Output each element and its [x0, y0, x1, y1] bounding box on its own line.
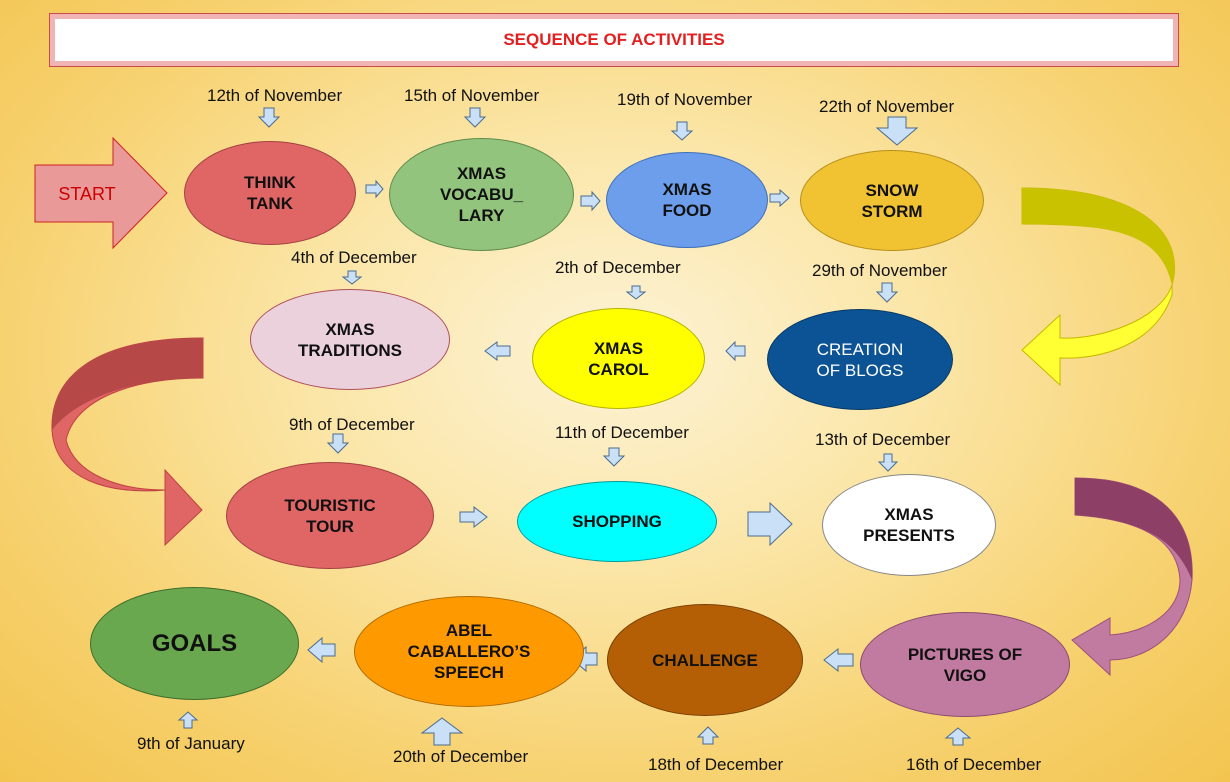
date-label: 22th of November [819, 97, 955, 116]
node-xmas-food: XMAS FOOD [606, 152, 768, 248]
node-xmas-carol: XMAS CAROL [532, 308, 705, 409]
date-label: 11th of December [555, 423, 689, 442]
arrow-left-5 [307, 636, 336, 664]
date-arrow-14 [944, 727, 972, 746]
date-label: 19th of November [617, 90, 753, 109]
start-label: START [58, 184, 115, 204]
node-label: XMAS FOOD [662, 180, 712, 220]
node-label: CREATION OF BLOGS [816, 339, 904, 380]
node-label: XMAS PRESENTS [863, 505, 955, 545]
title-banner: SEQUENCE OF ACTIVITIES [49, 13, 1179, 67]
node-think-tank: THINK TANK [184, 141, 356, 245]
date-arrow-4 [875, 116, 919, 146]
node-label: ABEL CABALLERO’S SPEECH [407, 621, 531, 682]
node-label: GOALS [151, 630, 238, 657]
arrow-left-1 [725, 340, 746, 362]
date-label: 12th of November [207, 86, 343, 105]
date-arrow-3 [670, 121, 694, 141]
date-label: 4th of December [291, 248, 417, 267]
date-label: 16th of December [906, 755, 1042, 774]
node-shopping: SHOPPING [517, 481, 717, 562]
arrow-right-1 [365, 179, 384, 199]
date-arrow-12 [420, 717, 464, 746]
date-arrow-9 [602, 447, 626, 467]
node-label: SNOW STORM [861, 180, 923, 221]
date-label: 29th of November [812, 261, 948, 280]
date-label: 13th of December [815, 430, 951, 449]
node-xmas-presents: XMAS PRESENTS [822, 474, 996, 576]
node-touristic-tour: TOURISTIC TOUR [226, 462, 434, 569]
node-creation-of-blogs: CREATION OF BLOGS [767, 309, 953, 410]
date-arrow-5 [875, 282, 899, 303]
date-label: 9th of January [137, 734, 245, 753]
node-label: THINK TANK [244, 173, 296, 213]
node-goals: GOALS [90, 587, 299, 700]
node-snow-storm: SNOW STORM [800, 150, 984, 251]
node-label: PICTURES OF VIGO [907, 644, 1023, 685]
date-label: 9th of December [289, 415, 415, 434]
arrow-right-5 [747, 501, 793, 547]
node-pictures-of-vigo: PICTURES OF VIGO [860, 612, 1070, 717]
start-arrow-shape [34, 136, 168, 250]
node-label: XMAS CAROL [588, 338, 649, 379]
date-label: 15th of November [404, 86, 540, 105]
arrow-right-3 [769, 188, 790, 208]
date-arrow-13 [696, 726, 720, 745]
arrow-left-3 [823, 647, 854, 673]
node-xmas-vocabulary: XMAS VOCABU_ LARY [389, 138, 574, 251]
node-label: XMAS VOCABU_ LARY [439, 164, 524, 225]
connector-arrows [177, 107, 972, 746]
node-xmas-traditions: XMAS TRADITIONS [250, 289, 450, 390]
date-label: 2th of December [555, 258, 681, 277]
date-label: 20th of December [393, 747, 529, 766]
date-arrow-7 [341, 270, 363, 285]
node-abel-caballeros-speech: ABEL CABALLERO’S SPEECH [354, 596, 584, 707]
node-label: CHALLENGE [652, 650, 758, 670]
date-arrow-1 [257, 107, 281, 128]
node-label: SHOPPING [572, 512, 662, 531]
curve-arrow-right-bottom-shade [1075, 478, 1193, 580]
date-arrow-10 [877, 453, 899, 472]
curve-arrow-right-top-shade [1022, 188, 1175, 285]
curve-arrow-left-mid-shade [51, 338, 203, 430]
node-label: TOURISTIC TOUR [284, 495, 376, 536]
date-arrow-8 [326, 433, 350, 454]
page-title: SEQUENCE OF ACTIVITIES [503, 30, 725, 49]
node-label: XMAS TRADITIONS [298, 319, 402, 360]
date-arrow-11 [177, 711, 199, 729]
arrow-right-2 [580, 190, 601, 212]
date-arrow-6 [625, 285, 647, 300]
date-label: 18th of December [648, 755, 784, 774]
node-challenge: CHALLENGE [607, 604, 803, 716]
arrow-right-4 [459, 505, 488, 529]
arrow-left-2 [484, 341, 511, 361]
date-arrow-2 [463, 107, 487, 128]
